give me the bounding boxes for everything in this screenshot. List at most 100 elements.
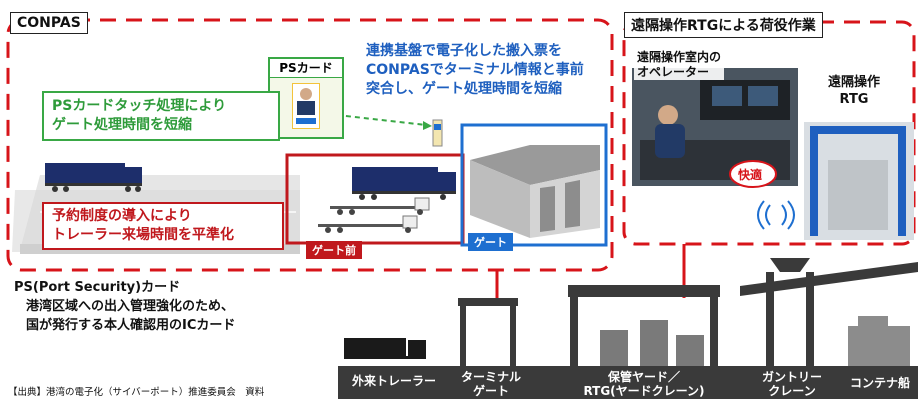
ps-description-line: 港湾区域への出入管理強化のため、	[26, 299, 235, 314]
ship-stack	[848, 326, 910, 366]
gate-post	[460, 306, 466, 366]
yard-stack	[640, 320, 668, 366]
conpas-frame	[6, 18, 614, 272]
ps-card-photo	[292, 83, 320, 129]
rtg-leg	[898, 126, 906, 236]
yard-stack	[676, 335, 704, 366]
card-reader	[432, 119, 443, 147]
wheel	[440, 194, 446, 200]
card-stripe	[296, 118, 316, 124]
gate-front-label: ゲート前	[306, 241, 362, 259]
ps-description-heading: PS(Port Security)カード	[14, 280, 181, 295]
wheel	[405, 227, 411, 233]
truck-gate-chassis	[352, 191, 456, 194]
terminal-ground	[338, 366, 918, 399]
operator-head	[658, 105, 678, 125]
card-reader-screen	[434, 124, 441, 130]
person-icon	[300, 88, 312, 100]
note-line: CONPASでターミナル情報と事前	[366, 62, 584, 78]
wheel	[337, 227, 343, 233]
person-suit	[297, 101, 315, 115]
monitor	[748, 86, 778, 106]
truck-gate-cab	[438, 172, 456, 191]
callout-line: トレーラー来場時間を平準化	[52, 227, 234, 243]
wheel	[52, 186, 58, 192]
flow-label-gantry: ガントリー クレーン	[761, 370, 822, 398]
rtg-beam	[810, 126, 906, 134]
flow-label-yard: 保管ヤード／ RTG(ヤードクレーン)	[583, 370, 705, 398]
wheel	[349, 209, 355, 215]
truck-gate-container	[352, 167, 438, 191]
room-label-line: 遠隔操作室内の	[637, 50, 722, 64]
card-touch-callout: PSカードタッチ処理により ゲート処理時間を短縮	[42, 91, 280, 141]
gate-roof	[470, 145, 600, 185]
chassis-1-cab	[414, 197, 430, 211]
wheel	[337, 209, 343, 215]
crane-leg	[710, 297, 718, 366]
wheel	[371, 194, 377, 200]
callout-line: ゲート処理時間を短縮	[52, 117, 192, 133]
reservation-callout: 予約制度の導入により トレーラー来場時間を平準化	[42, 202, 284, 250]
note-line: 連携基盤で電子化した搬入票を	[366, 43, 562, 59]
truck-left-cab	[125, 167, 142, 183]
rtg-label-line: 遠隔操作	[828, 75, 881, 90]
yard-crane-beam	[568, 285, 720, 297]
chassis-1	[330, 206, 420, 209]
truck-left-chassis	[45, 183, 142, 186]
crane-leg	[570, 297, 578, 366]
ps-description: PS(Port Security)カード 港湾区域への出入管理強化のため、 国が…	[14, 278, 235, 335]
ps-card: PSカード	[268, 57, 344, 139]
gantry-leg	[806, 272, 814, 366]
room-label: 遠隔操作室内の オペレーター	[634, 50, 725, 80]
card-to-reader-arrow	[336, 114, 427, 126]
note-line: 突合し、ゲート処理時間を短縮	[366, 81, 562, 97]
bottom-trailer-container	[344, 338, 406, 356]
ps-description-line: 国が発行する本人確認用のICカード	[26, 318, 236, 333]
bottom-trailer-cab	[408, 340, 426, 356]
callout-line: 予約制度の導入により	[52, 208, 192, 224]
flow-label-ship: コンテナ船	[849, 376, 910, 390]
gate-box	[460, 123, 608, 247]
yard-stack	[600, 330, 628, 366]
ps-card-label: PSカード	[270, 59, 342, 78]
terminal-gate	[458, 298, 518, 306]
rtg-label-line: RTG	[839, 92, 869, 107]
comfort-badge: 快適	[738, 168, 763, 182]
truck-left-container	[45, 163, 125, 183]
rtg-label: 遠隔操作 RTG	[828, 74, 880, 108]
wheel	[359, 194, 365, 200]
wheel	[417, 209, 423, 215]
gate-wall	[470, 160, 530, 238]
comfort-bubble	[729, 160, 777, 188]
wireless-icon	[757, 200, 795, 230]
ship-stack-top	[858, 316, 888, 326]
flow-label-gate: ターミナル ゲート	[460, 370, 521, 398]
conpas-title: CONPAS	[10, 12, 88, 34]
chassis-2	[318, 224, 408, 227]
wheel	[135, 186, 141, 192]
arrow-head	[423, 121, 432, 130]
gate-lane	[540, 186, 555, 232]
electronic-slip-note: 連携基盤で電子化した搬入票を CONPASでターミナル情報と事前 突合し、ゲート…	[366, 42, 584, 99]
wheel	[125, 186, 131, 192]
monitor	[712, 86, 742, 106]
wheel	[325, 227, 331, 233]
gate-post	[510, 306, 516, 366]
chassis-2-cab	[402, 215, 418, 229]
operator-body	[655, 124, 685, 158]
gate-lane	[565, 180, 580, 228]
gate-label: ゲート	[468, 233, 513, 251]
gantry-top	[770, 258, 810, 272]
wheel	[63, 186, 69, 192]
remote-title: 遠隔操作RTGによる荷役作業	[624, 12, 823, 38]
bottom-trailer-chassis	[344, 356, 426, 359]
gantry-boom	[740, 262, 918, 296]
rtg-leg	[810, 126, 818, 236]
rtg-containers	[828, 160, 888, 230]
flow-label-trailer: 外来トレーラー	[352, 374, 437, 388]
gantry-leg	[766, 272, 774, 366]
source-citation: 【出典】港湾の電子化（サイバーポート）推進委員会 資料	[8, 387, 265, 398]
callout-line: PSカードタッチ処理により	[52, 98, 227, 114]
room-label-line: オペレーター	[637, 65, 710, 79]
